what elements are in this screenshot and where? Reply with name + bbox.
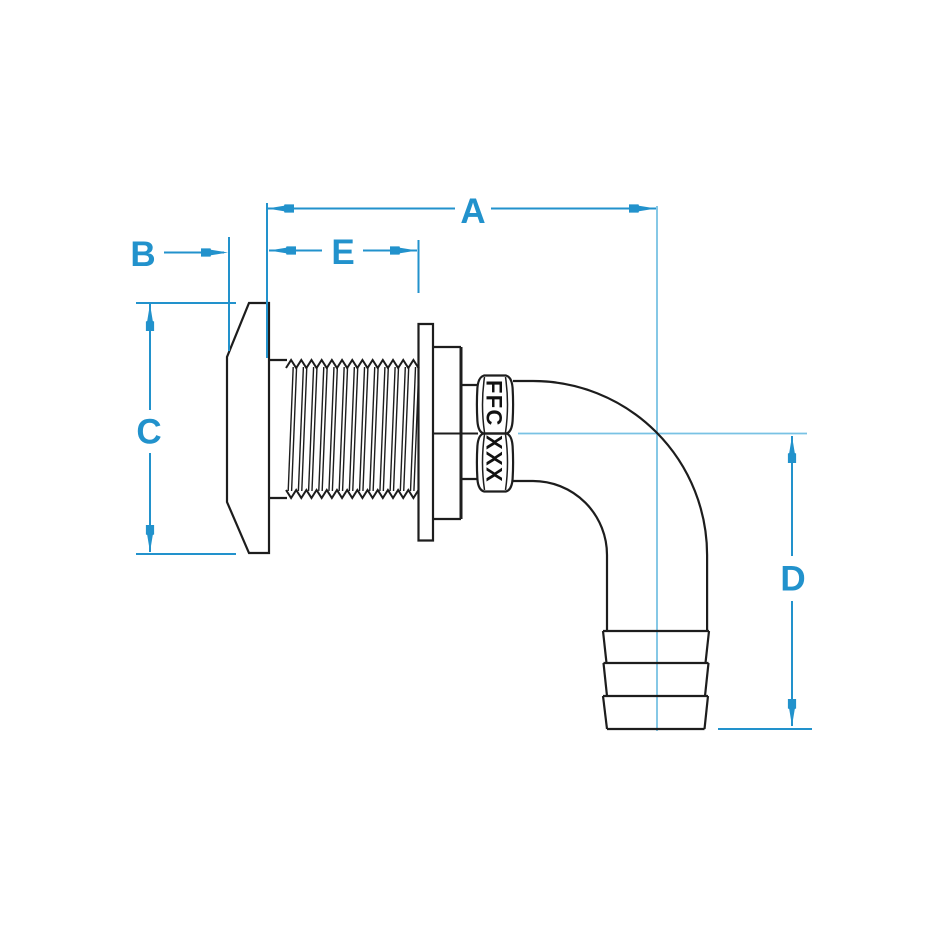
svg-text:A: A (460, 192, 485, 231)
svg-text:FFC: FFC (482, 380, 507, 427)
svg-text:B: B (130, 235, 155, 274)
svg-text:D: D (780, 560, 805, 599)
svg-text:C: C (136, 413, 161, 452)
svg-text:E: E (331, 233, 354, 272)
svg-text:XXX: XXX (482, 435, 507, 483)
